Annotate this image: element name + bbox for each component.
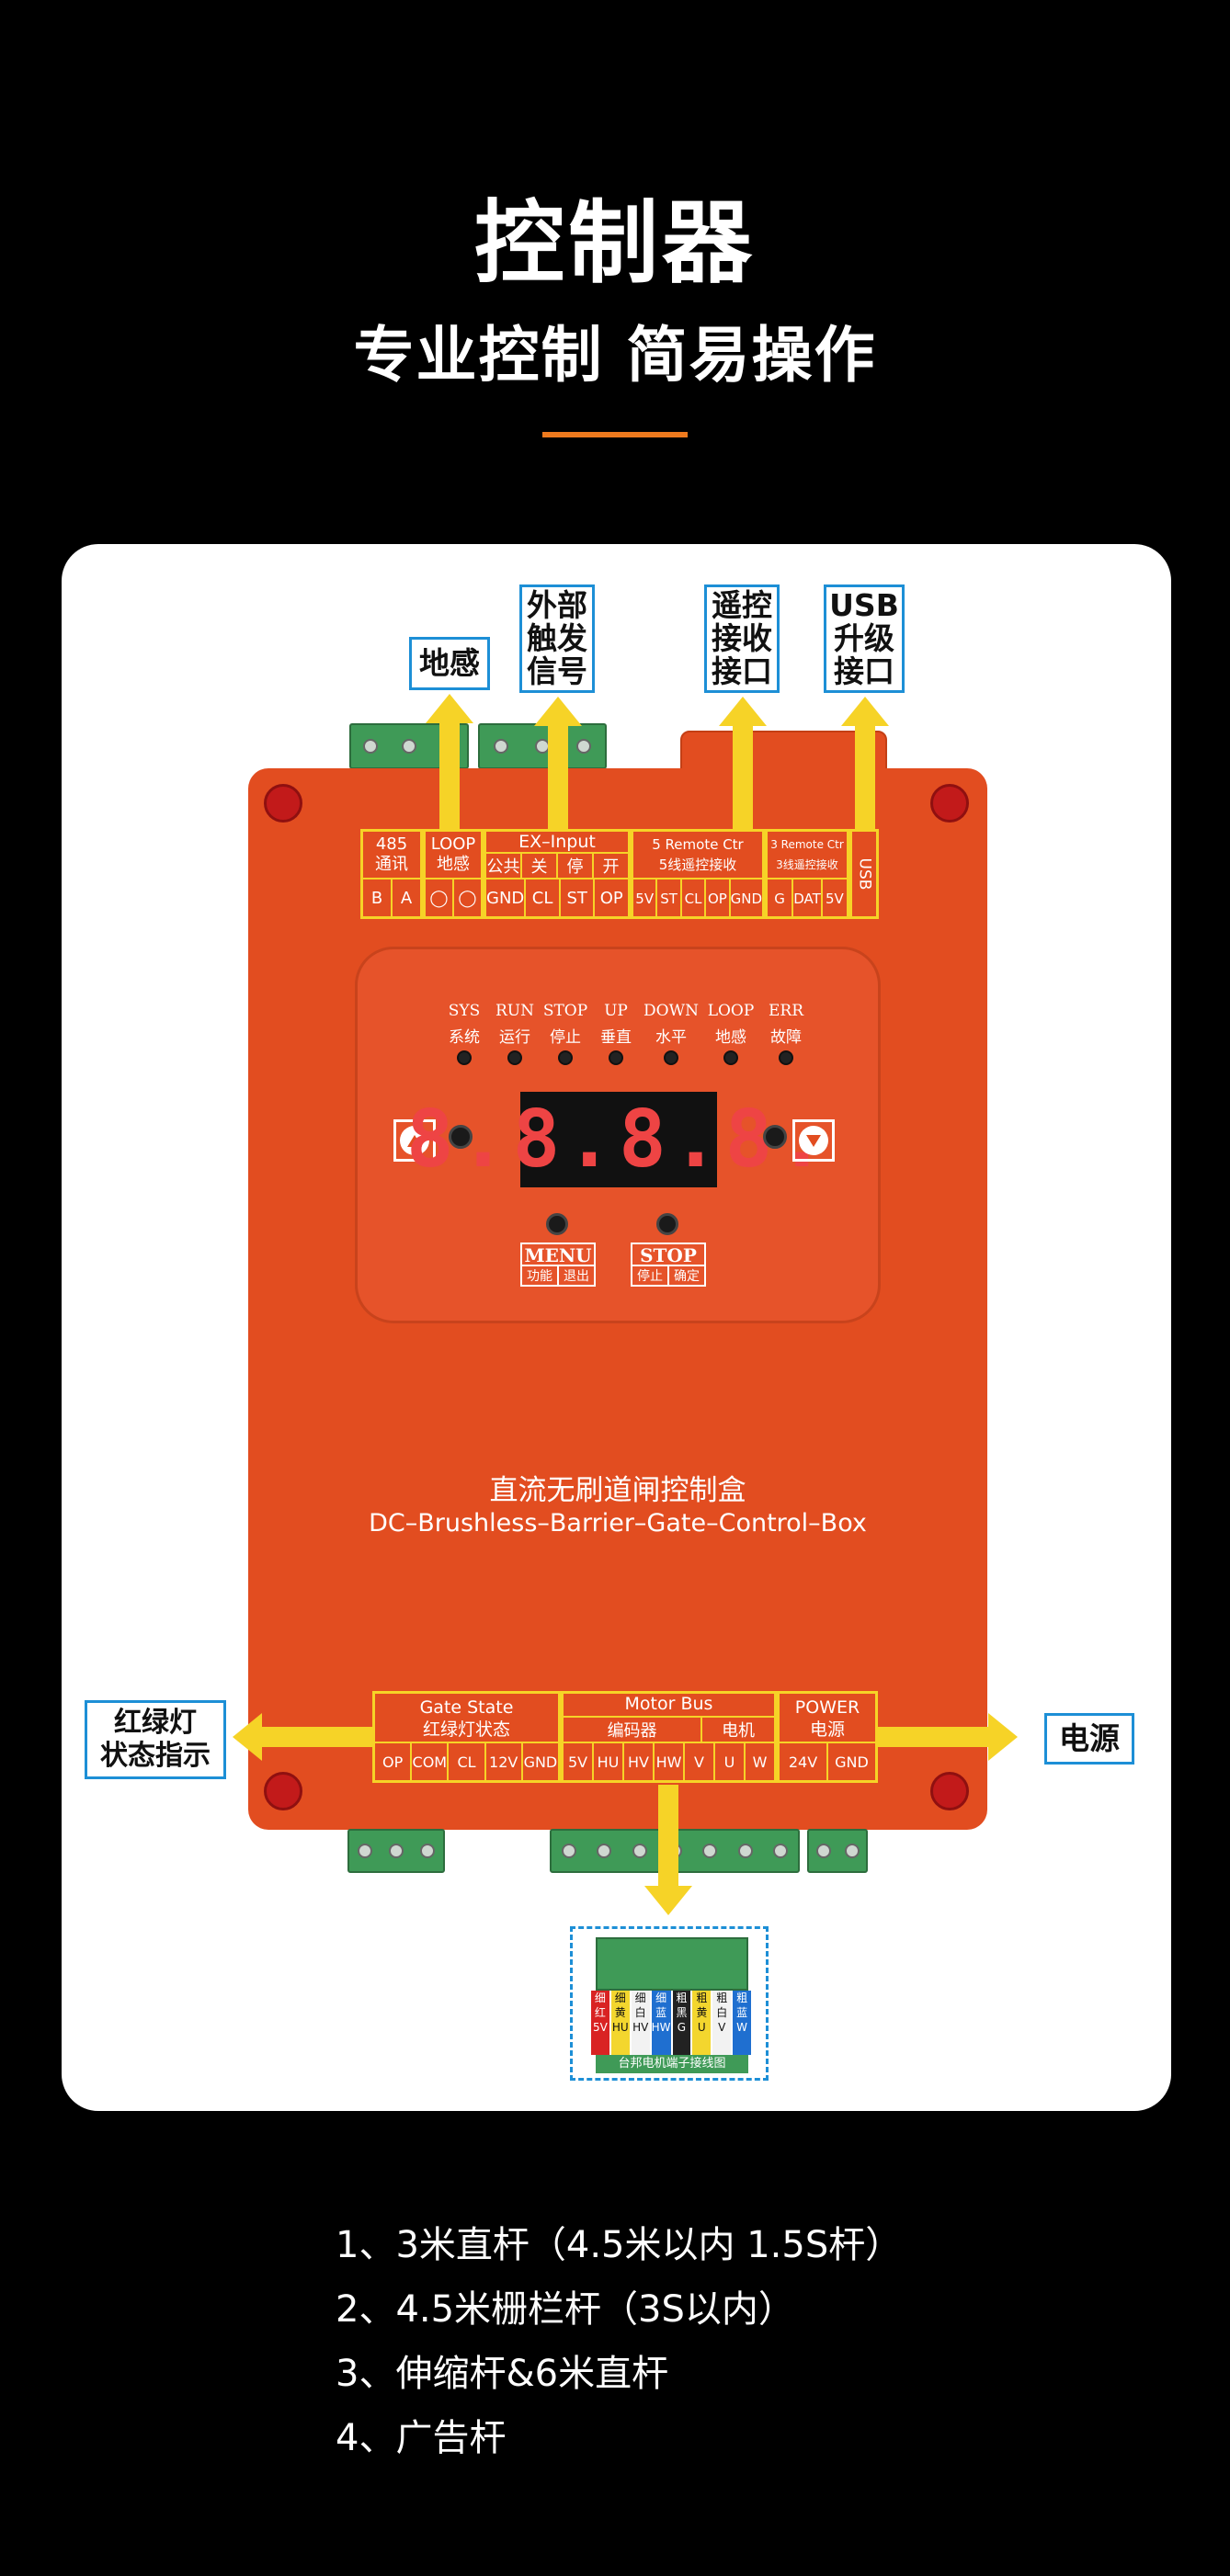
terminal-loop: LOOP 地感 ◯◯ (423, 829, 484, 919)
terminal-block-bottom-left (347, 1829, 445, 1873)
stop-button-label[interactable]: STOP 停止确定 (631, 1243, 706, 1287)
callout-traffic: 红绿灯 状态指示 (85, 1700, 226, 1779)
up-arrow-icon (400, 1126, 429, 1155)
callout-usb: USB 升级 接口 (824, 584, 905, 693)
feature-item-4: 4、广告杆 (336, 2417, 507, 2459)
arrow-traffic-head (233, 1713, 262, 1761)
callout-ex-input: 外部 触发 信号 (519, 584, 595, 693)
arrow-connector (658, 1785, 678, 1886)
arrow-remote (733, 724, 753, 830)
down-arrow-icon (799, 1126, 828, 1155)
wire-w: 粗 蓝 W (733, 1991, 752, 2055)
arrow-usb-head (841, 697, 889, 726)
arrow-loop (439, 721, 460, 830)
menu-button-label[interactable]: MENU 功能退出 (520, 1243, 596, 1287)
arrow-ex-input-head (534, 697, 582, 726)
connector-plug (596, 1937, 748, 1991)
feature-item-2: 2、4.5米栅栏杆（3S以内） (336, 2288, 795, 2331)
stop-key[interactable] (656, 1213, 678, 1235)
page-subtitle: 专业控制 简易操作 (353, 320, 877, 391)
down-key[interactable] (763, 1125, 787, 1149)
terminal-block-bottom-right (807, 1829, 868, 1873)
mount-hole (264, 784, 302, 823)
callout-loop: 地感 (409, 637, 490, 690)
wire-g: 粗 黑 G (672, 1991, 691, 2055)
mount-hole (264, 1772, 302, 1810)
terminal-usb: USB (849, 829, 879, 919)
wire-v: 粗 白 V (712, 1991, 732, 2055)
callout-remote: 遥控 接收 接口 (704, 584, 780, 693)
page-title: 控制器 (473, 191, 756, 296)
feature-item-3: 3、伸缩杆&6米直杆 (336, 2353, 669, 2395)
connector-diagram (570, 1926, 769, 2081)
up-button[interactable] (393, 1119, 436, 1162)
wire-hu: 细 黄 HU (610, 1991, 630, 2055)
arrow-loop-head (426, 694, 473, 723)
arrow-power (878, 1727, 988, 1747)
connector-caption: 台邦电机端子接线图 (596, 2055, 748, 2073)
arrow-traffic (262, 1727, 372, 1747)
board-label-en: DC–Brushless–Barrier–Gate–Control–Box (369, 1509, 867, 1538)
arrow-usb (855, 724, 875, 830)
wire-hv: 细 白 HV (631, 1991, 650, 2055)
mount-hole (930, 1772, 969, 1810)
mount-hole (930, 784, 969, 823)
feature-item-1: 1、3米直杆（4.5米以内 1.5S杆） (336, 2224, 903, 2266)
wire-u: 粗 黄 U (692, 1991, 712, 2055)
segment-display: 8.8.8.8. (405, 1092, 832, 1187)
arrow-ex-input (548, 724, 568, 830)
connector-wires: 细 红 5V 细 黄 HU 细 白 HV 细 蓝 HW 粗 黑 G 粗 黄 U … (590, 1991, 752, 2055)
arrow-connector-head (644, 1886, 692, 1915)
down-button[interactable] (792, 1119, 835, 1162)
up-key[interactable] (449, 1125, 473, 1149)
board-label-cn: 直流无刷道闸控制盒 (489, 1474, 746, 1507)
callout-power: 电源 (1044, 1713, 1134, 1765)
terminal-block-top-mid (478, 723, 607, 769)
accent-divider (542, 432, 688, 437)
wire-hw: 细 蓝 HW (651, 1991, 671, 2055)
menu-key[interactable] (546, 1213, 568, 1235)
arrow-remote-head (719, 697, 767, 726)
wire-5v: 细 红 5V (591, 1991, 609, 2055)
arrow-power-head (988, 1713, 1018, 1761)
